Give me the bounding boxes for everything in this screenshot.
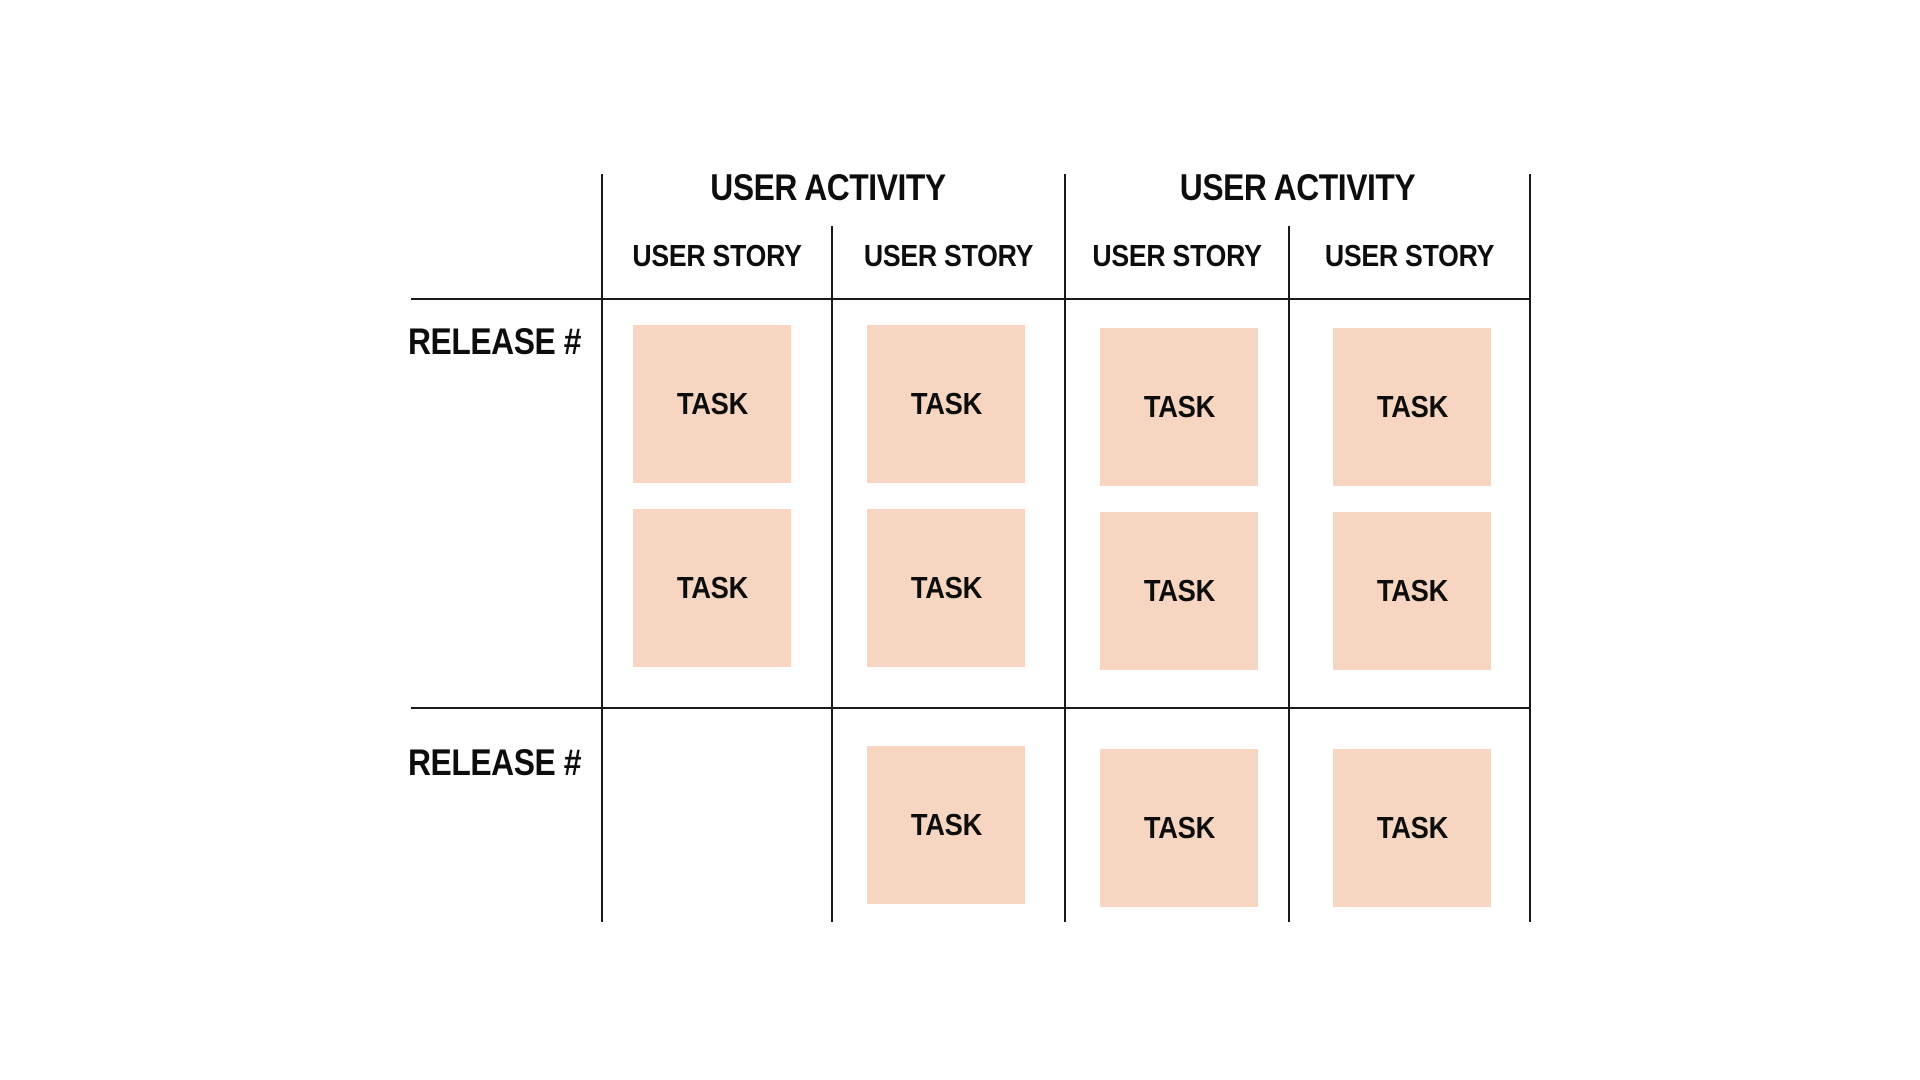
task-card-label: TASK xyxy=(676,570,748,605)
task-card[interactable]: TASK xyxy=(867,746,1025,904)
task-card[interactable]: TASK xyxy=(867,325,1025,483)
grid-line-vertical xyxy=(1288,226,1290,922)
task-card-label: TASK xyxy=(1376,573,1448,608)
task-card-label: TASK xyxy=(676,386,748,421)
task-card[interactable]: TASK xyxy=(1333,749,1491,907)
task-card-label: TASK xyxy=(1143,573,1215,608)
grid-line-vertical xyxy=(831,226,833,922)
user-activity-header: USER ACTIVITY xyxy=(710,167,946,208)
release-label: RELEASE # xyxy=(408,321,581,362)
release-label: RELEASE # xyxy=(408,742,581,783)
user-story-header: USER STORY xyxy=(632,238,802,273)
user-activity-header: USER ACTIVITY xyxy=(1179,167,1416,208)
task-card[interactable]: TASK xyxy=(1333,328,1491,486)
grid-line-vertical xyxy=(1064,174,1066,922)
task-card[interactable]: TASK xyxy=(1100,512,1258,670)
task-card[interactable]: TASK xyxy=(1333,512,1491,670)
task-card-label: TASK xyxy=(1376,389,1448,424)
task-card-label: TASK xyxy=(1143,810,1215,845)
task-card-label: TASK xyxy=(1376,810,1448,845)
grid-line-vertical xyxy=(601,174,603,922)
grid-line-horizontal xyxy=(411,707,1531,709)
user-story-header: USER STORY xyxy=(1092,238,1262,273)
task-card[interactable]: TASK xyxy=(633,509,791,667)
task-card-label: TASK xyxy=(910,386,982,421)
grid-line-horizontal xyxy=(411,298,1531,300)
task-card[interactable]: TASK xyxy=(867,509,1025,667)
task-card[interactable]: TASK xyxy=(633,325,791,483)
task-card-label: TASK xyxy=(1143,389,1215,424)
user-story-header: USER STORY xyxy=(1324,238,1495,273)
task-card-label: TASK xyxy=(910,570,982,605)
task-card-label: TASK xyxy=(910,807,982,842)
task-card[interactable]: TASK xyxy=(1100,328,1258,486)
task-card[interactable]: TASK xyxy=(1100,749,1258,907)
grid-line-vertical xyxy=(1529,174,1531,922)
user-story-header: USER STORY xyxy=(863,238,1034,273)
